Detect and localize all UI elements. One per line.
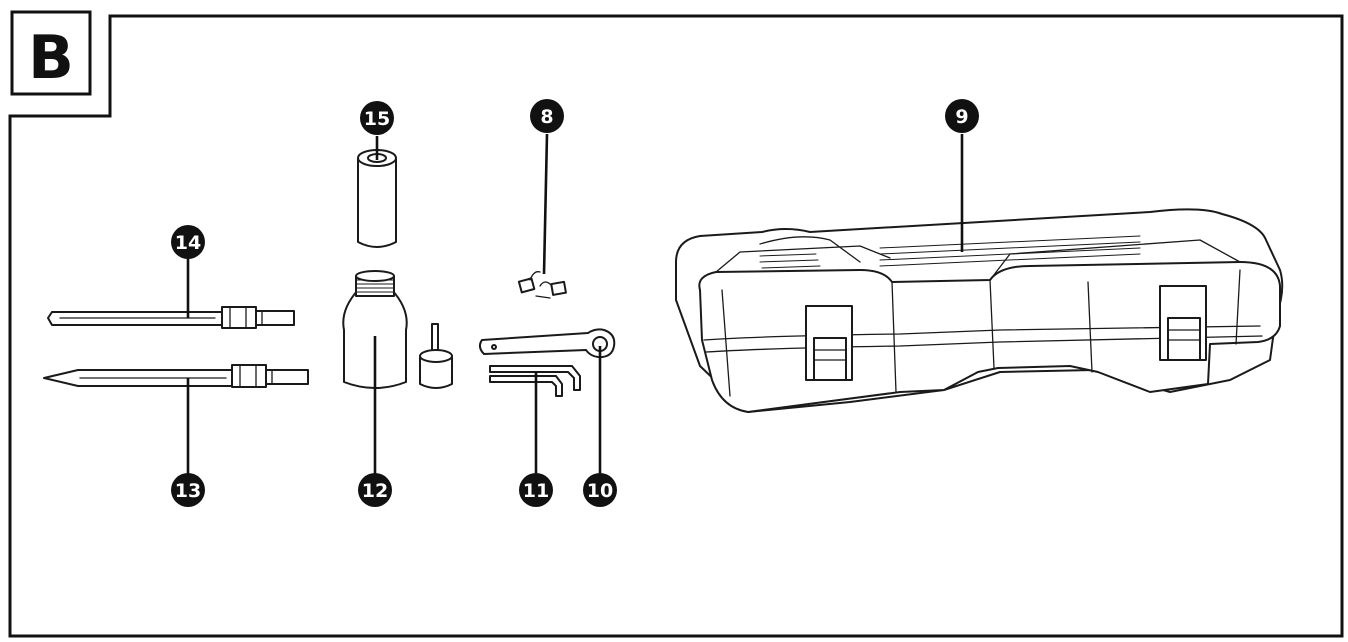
callout-13: 13 [171,473,205,507]
svg-text:13: 13 [175,480,201,502]
pointed-chisel [43,364,309,388]
svg-text:9: 9 [955,106,968,128]
callout-8: 8 [530,99,564,133]
svg-text:8: 8 [540,106,553,128]
grease-nozzle [419,323,453,389]
flat-chisel [47,306,295,329]
case-latch-right [1159,285,1207,361]
wrench [478,328,616,359]
callout-15: 15 [360,101,394,135]
svg-text:12: 12 [362,480,388,502]
svg-text:15: 15 [364,108,390,130]
carbon-brushes [517,271,567,299]
svg-text:14: 14 [175,232,201,254]
socket [357,149,397,248]
case-grip-texture [759,235,1141,269]
callout-10: 10 [583,473,617,507]
leader-lines [186,133,964,474]
callout-11: 11 [519,473,553,507]
callout-14: 14 [171,225,205,259]
case-latch-left [805,305,853,381]
figure-label: B [28,23,74,93]
leader-line-8 [542,133,549,275]
callout-9: 9 [945,99,979,133]
svg-text:10: 10 [587,480,613,502]
carrying-case [675,208,1284,413]
svg-text:11: 11 [523,480,549,502]
figure-frame [8,14,1344,638]
figure-label-box [10,10,92,96]
hex-keys [489,365,581,397]
callout-12: 12 [358,473,392,507]
